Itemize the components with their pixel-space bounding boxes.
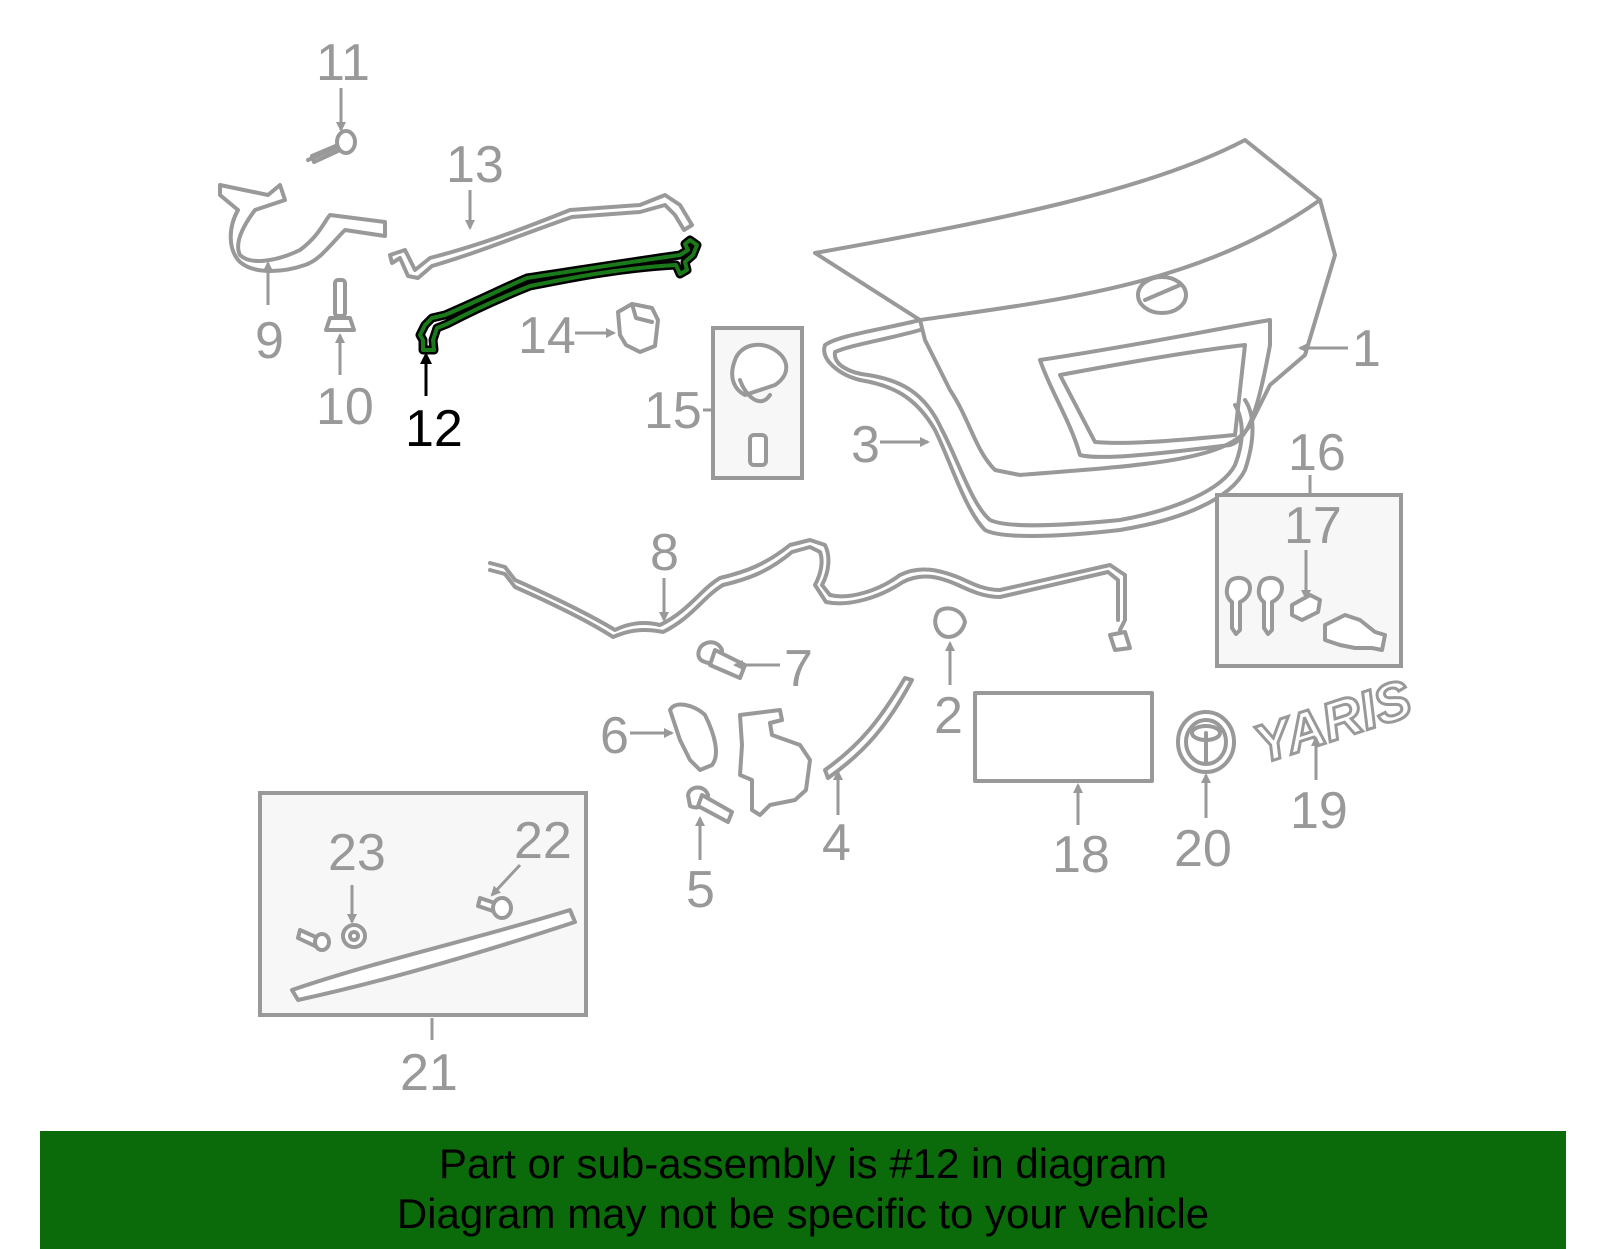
bolt-5: [686, 785, 734, 824]
callout-12[interactable]: 12: [405, 400, 463, 458]
callout-22: 22: [514, 812, 572, 870]
plate-18: [973, 691, 1154, 783]
callout-3: 3: [851, 416, 880, 474]
latch-4: [738, 676, 914, 817]
leader-22: [490, 863, 522, 897]
bolt-11: [306, 129, 357, 164]
box-15: [711, 326, 804, 480]
clip-14: [616, 302, 660, 354]
callout-17: 17: [1284, 497, 1342, 555]
box-16: [1215, 493, 1403, 668]
callout-20: 20: [1174, 820, 1232, 878]
weatherstrip: [822, 318, 1255, 538]
callout-18: 18: [1052, 826, 1110, 884]
callout-15: 15: [644, 382, 702, 440]
callout-16: 16: [1288, 424, 1346, 482]
banner-line-1: Part or sub-assembly is #12 in diagram: [438, 1140, 1168, 1187]
callout-8: 8: [650, 524, 679, 582]
banner-line-2: Diagram may not be specific to your vehi…: [396, 1190, 1210, 1237]
stud-10: [324, 278, 356, 332]
callout-11: 11: [316, 34, 370, 92]
latch-cover-6: [668, 702, 718, 772]
bumper-2: [933, 606, 967, 639]
trunk-hinge: [218, 183, 387, 273]
callout-10: 10: [316, 378, 374, 436]
box-21: [258, 791, 588, 1017]
callout-9: 9: [255, 312, 284, 370]
torsion-bar-12-highlighted[interactable]: [415, 235, 702, 355]
info-banner: Part or sub-assembly is #12 in diagram D…: [40, 1131, 1566, 1249]
callout-2: 2: [934, 687, 963, 745]
torsion-bar-13: [388, 193, 694, 280]
trunk-lid: [813, 138, 1337, 477]
callout-4: 4: [822, 814, 851, 872]
callout-7: 7: [784, 640, 813, 698]
callout-6: 6: [600, 707, 629, 765]
callout-19: 19: [1290, 782, 1348, 840]
callout-14: 14: [518, 307, 576, 365]
yaris-emblem-text: YARIS: [1247, 669, 1419, 776]
callout-13: 13: [446, 136, 504, 194]
callout-1: 1: [1352, 320, 1381, 378]
toyota-emblem-20: [1176, 710, 1236, 774]
callout-23: 23: [328, 824, 386, 882]
callout-5: 5: [686, 861, 715, 919]
release-cable-8: [488, 538, 1132, 652]
yaris-emblem-19: YARIS: [1245, 667, 1420, 777]
callout-21: 21: [400, 1044, 458, 1102]
bolt-7: [696, 640, 747, 680]
